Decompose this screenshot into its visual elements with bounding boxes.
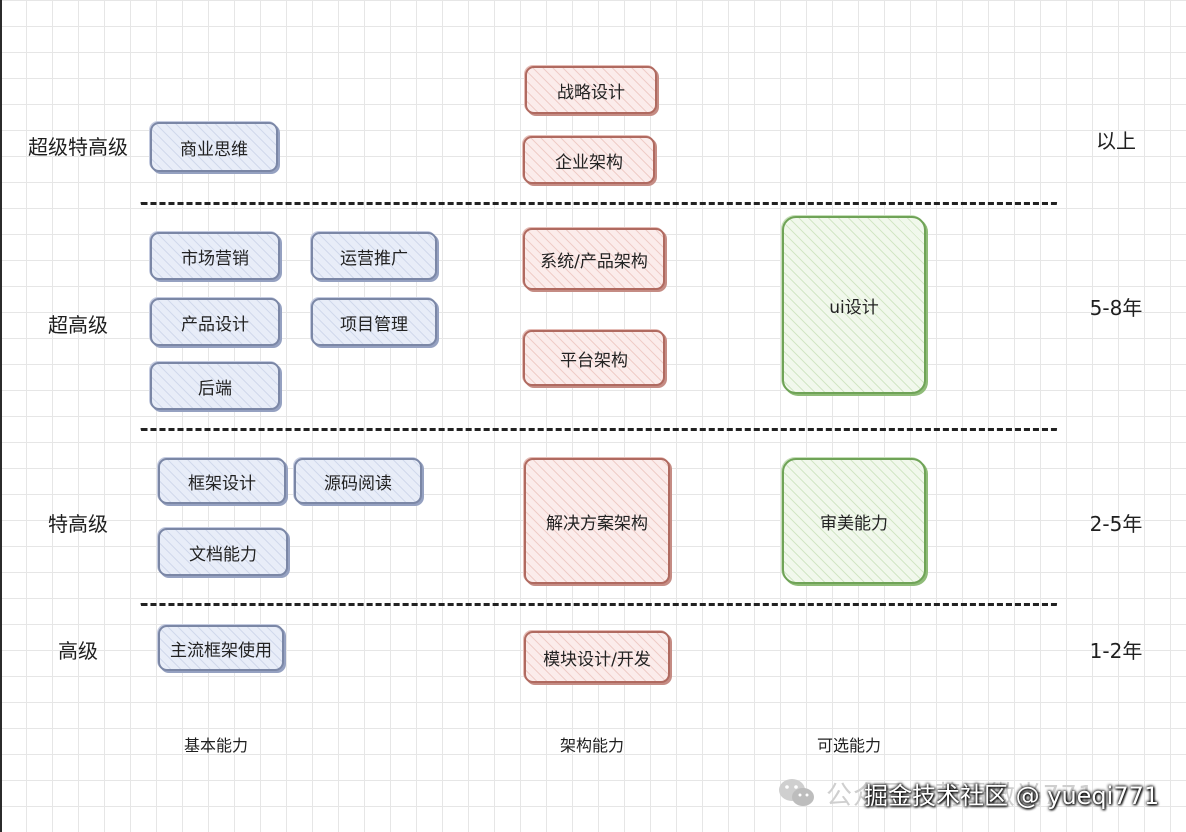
box-module-dev[interactable]: 模块设计/开发	[524, 631, 670, 683]
box-label: 平台架构	[560, 350, 628, 371]
column-label-architecture: 架构能力	[560, 736, 625, 755]
box-label: 模块设计/开发	[543, 649, 651, 670]
years-1-2: 1-2年	[1089, 639, 1143, 663]
box-label: ui设计	[829, 297, 879, 318]
box-solution-arch[interactable]: 解决方案架构	[524, 458, 670, 584]
box-framework-design[interactable]: 框架设计	[158, 458, 286, 504]
box-label: 源码阅读	[324, 473, 392, 494]
box-label: 主流框架使用	[170, 640, 272, 661]
box-aesthetic[interactable]: 审美能力	[782, 458, 926, 584]
box-product-design[interactable]: 产品设计	[150, 298, 280, 346]
separator-2	[140, 428, 1058, 431]
box-label: 审美能力	[820, 513, 888, 534]
box-label: 文档能力	[189, 544, 257, 565]
box-strategy-design[interactable]: 战略设计	[525, 66, 657, 114]
box-label: 企业架构	[555, 152, 623, 173]
years-above: 以上	[1096, 129, 1136, 153]
box-label: 运营推广	[340, 248, 408, 269]
separator-1	[140, 202, 1058, 205]
level-super-senior: 超高级	[48, 313, 108, 337]
years-5-8: 5-8年	[1089, 296, 1143, 320]
box-label: 项目管理	[340, 314, 408, 335]
level-super-special-senior: 超级特高级	[28, 135, 128, 159]
left-border	[0, 0, 2, 832]
box-doc-ability[interactable]: 文档能力	[158, 528, 288, 576]
column-label-basic: 基本能力	[184, 736, 249, 755]
box-source-reading[interactable]: 源码阅读	[294, 458, 422, 504]
box-operation[interactable]: 运营推广	[311, 232, 437, 280]
watermark-faded-text: 公众号 · 萌雷微光771	[826, 780, 1096, 811]
box-label: 商业思维	[180, 139, 248, 160]
box-ui-design[interactable]: ui设计	[782, 216, 926, 394]
box-label: 市场营销	[181, 248, 249, 269]
box-enterprise-arch[interactable]: 企业架构	[523, 136, 655, 184]
wechat-icon	[779, 779, 814, 806]
box-label: 框架设计	[188, 473, 256, 494]
box-platform-arch[interactable]: 平台架构	[523, 330, 665, 386]
separator-3	[140, 603, 1058, 606]
box-backend[interactable]: 后端	[150, 362, 280, 410]
box-label: 后端	[198, 378, 232, 399]
watermark-main-text: 掘金技术社区 @ yueqi771	[864, 782, 1160, 810]
years-2-5: 2-5年	[1089, 512, 1143, 536]
box-label: 战略设计	[557, 82, 625, 103]
level-special-senior: 特高级	[48, 512, 108, 536]
box-marketing[interactable]: 市场营销	[150, 232, 280, 280]
box-label: 系统/产品架构	[540, 251, 648, 272]
column-label-optional: 可选能力	[817, 736, 882, 755]
box-mainstream-frameworks[interactable]: 主流框架使用	[158, 625, 284, 671]
box-project-mgmt[interactable]: 项目管理	[311, 298, 437, 346]
watermark: 公众号 · 萌雷微光771 掘金技术社区 @ yueqi771	[776, 770, 1159, 816]
level-senior: 高级	[58, 639, 98, 663]
box-label: 解决方案架构	[546, 513, 648, 534]
box-system-product-arch[interactable]: 系统/产品架构	[523, 228, 665, 290]
box-biz-thinking[interactable]: 商业思维	[150, 122, 278, 172]
box-label: 产品设计	[181, 314, 249, 335]
